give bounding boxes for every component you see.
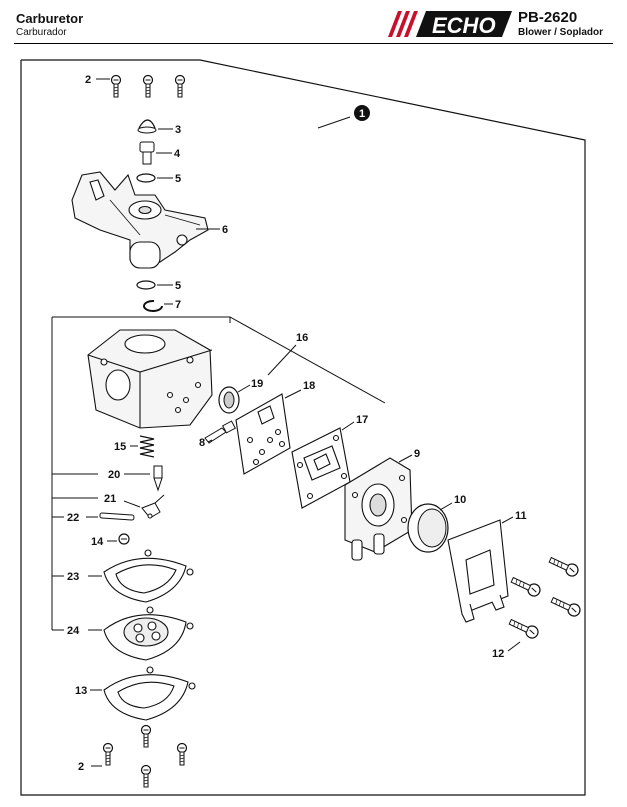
part-24-metering-diaphragm — [103, 606, 194, 661]
callout-16: 16 — [296, 332, 308, 344]
part-5-washer-bottom — [136, 280, 156, 290]
part-23-gasket — [103, 549, 194, 603]
callout-7: 7 — [175, 299, 181, 311]
model-number: PB-2620 — [518, 9, 578, 26]
screw-2-f — [176, 742, 188, 766]
screw-2-e — [102, 742, 114, 766]
part-7-eclip — [143, 299, 163, 312]
part-17-gasket — [291, 427, 351, 509]
part-21-metering-lever — [141, 494, 165, 519]
callout-6: 6 — [222, 224, 228, 236]
screw-2-g — [140, 764, 152, 788]
callout-12: 12 — [492, 648, 504, 660]
part-6-housing — [71, 171, 209, 269]
screw-12-c — [549, 593, 583, 619]
part-22-pin — [99, 512, 135, 521]
part-4-cap — [139, 141, 155, 165]
part-19-filter-screen — [218, 386, 240, 414]
screw-2-b — [142, 74, 154, 98]
brand-wordmark: ECHO — [432, 13, 496, 38]
screw-2-a — [110, 74, 122, 98]
screw-12-d — [507, 615, 541, 641]
callout-8: 8 — [199, 437, 205, 449]
part-9-pump-body — [344, 457, 413, 561]
part-15-spring — [139, 435, 155, 458]
part-8-needle — [204, 420, 236, 444]
callout-5-top: 5 — [175, 173, 181, 185]
screw-12-a — [547, 553, 581, 579]
callout-24: 24 — [67, 625, 80, 637]
screw-2-c — [174, 74, 186, 98]
callout-2-bottom: 2 — [78, 761, 84, 773]
screw-12-b — [509, 573, 543, 599]
carburetor-body — [87, 329, 213, 429]
assembly-badge — [354, 105, 370, 121]
callout-17: 17 — [356, 414, 368, 426]
callout-19: 19 — [251, 378, 263, 390]
callout-9: 9 — [414, 448, 420, 460]
product-type: Blower / Soplador — [518, 27, 604, 38]
assembly-frame — [20, 59, 586, 796]
callout-4: 4 — [174, 148, 181, 160]
echo-logo: ECHO — [388, 11, 512, 38]
callout-18: 18 — [303, 380, 315, 392]
callout-2-top: 2 — [85, 74, 91, 86]
callout-15: 15 — [114, 441, 126, 453]
callout-14: 14 — [91, 536, 104, 548]
callout-10: 10 — [454, 494, 466, 506]
screw-2-d — [140, 724, 152, 748]
callout-11: 11 — [515, 510, 527, 522]
header-divider — [14, 43, 613, 44]
assembly-leader — [317, 116, 351, 129]
callout-21: 21 — [104, 493, 116, 505]
part-11-cover-plate — [447, 519, 509, 623]
callout-23: 23 — [67, 571, 79, 583]
part-14-screw — [118, 533, 130, 545]
page-title: Carburetor — [16, 11, 84, 26]
callout-1: 1 — [359, 108, 365, 120]
callout-22: 22 — [67, 512, 79, 524]
callout-5-bottom: 5 — [175, 280, 181, 292]
part-18-gasket — [235, 393, 291, 475]
part-10-diaphragm-cap — [407, 503, 449, 553]
part-3-clip — [137, 119, 157, 134]
page-subtitle: Carburador — [16, 27, 67, 38]
part-13-diaphragm-cover — [103, 666, 196, 721]
callout-13: 13 — [75, 685, 87, 697]
part-20-inlet-needle — [153, 465, 163, 492]
callout-20: 20 — [108, 469, 120, 481]
callout-3: 3 — [175, 124, 181, 136]
part-5-washer-top — [136, 173, 156, 183]
